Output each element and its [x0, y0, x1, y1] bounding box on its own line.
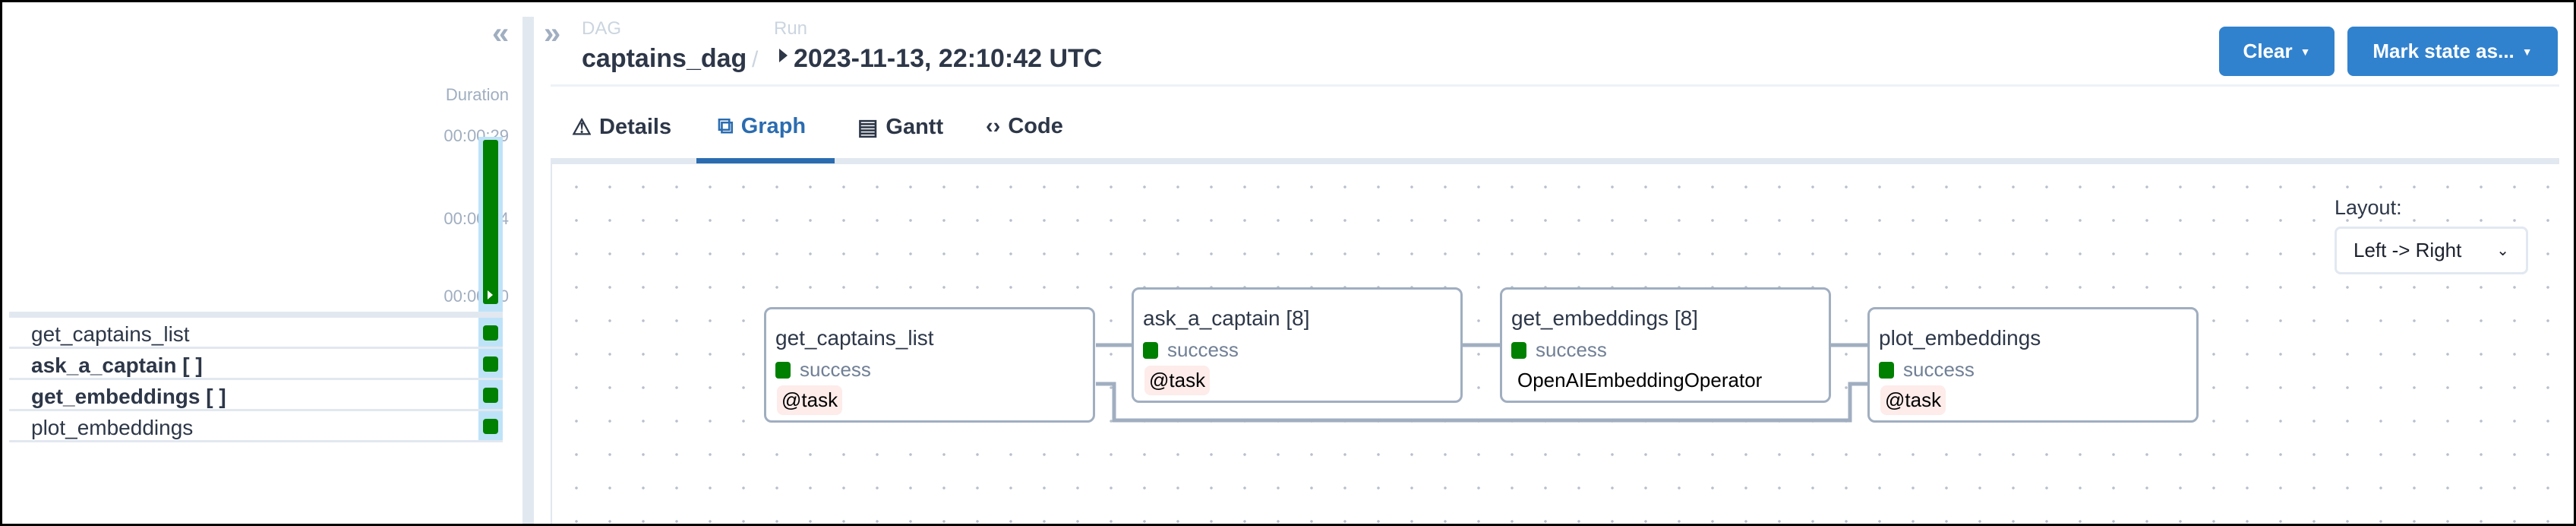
code-icon: ‹› [986, 114, 1001, 138]
layout-select[interactable]: Left -> Right ⌄ [2334, 227, 2528, 274]
tabs-divider [551, 158, 2559, 164]
dag-label: DAG [582, 18, 622, 39]
layout-value: Left -> Right [2353, 239, 2462, 261]
tab-label: Code [1008, 114, 1063, 138]
gantt-icon: ▤ [857, 116, 879, 140]
expand-panel-icon[interactable]: » [544, 17, 561, 50]
task-node[interactable]: get_captains_list success @task [764, 307, 1095, 423]
node-title: get_captains_list [775, 326, 934, 350]
status-square-icon [1143, 341, 1158, 359]
operator-badge: @task [1880, 385, 1946, 415]
operator-badge: OpenAIEmbeddingOperator [1517, 369, 1763, 391]
status-text: success [800, 358, 871, 381]
clear-button[interactable]: Clear ▼ [2219, 27, 2334, 76]
task-row[interactable]: ask_a_captain [ ] [9, 349, 503, 380]
layout-label: Layout: [2334, 196, 2402, 219]
tab-graph[interactable]: ⧉Graph [718, 114, 806, 139]
run-duration-bar[interactable] [483, 140, 498, 304]
header-divider [551, 84, 2559, 87]
task-node[interactable]: ask_a_captain [8] success @task [1132, 287, 1463, 403]
status-text: success [1903, 358, 1975, 381]
mark-state-label: Mark state as... [2372, 40, 2514, 62]
collapse-sidebar-icon[interactable]: « [492, 17, 510, 50]
tab-gantt[interactable]: ▤ Gantt [857, 114, 943, 141]
operator-badge: @task [1144, 366, 1211, 395]
node-title: plot_embeddings [1879, 326, 2041, 350]
task-instance-status[interactable] [483, 388, 498, 403]
status-square-icon [1879, 361, 1894, 379]
tab-details[interactable]: ⚠ Details [572, 114, 671, 141]
task-name: plot_embeddings [31, 416, 194, 439]
clear-label: Clear [2243, 40, 2293, 62]
operator-badge: @task [777, 385, 843, 415]
task-row[interactable]: get_captains_list [9, 318, 503, 349]
task-name: get_embeddings [ ] [31, 385, 226, 408]
task-instance-status[interactable] [483, 419, 498, 434]
task-name: ask_a_captain [ ] [31, 353, 203, 377]
active-tab-indicator [696, 158, 835, 163]
node-status: success [1143, 338, 1239, 362]
task-name: get_captains_list [31, 322, 190, 346]
node-status: success [1879, 358, 1975, 382]
task-row[interactable]: plot_embeddings [9, 411, 503, 442]
run-id[interactable]: 2023-11-13, 22:10:42 UTC [794, 44, 1103, 73]
caret-down-icon: ▼ [2521, 45, 2533, 58]
node-title: get_embeddings [8] [1511, 306, 1698, 330]
warning-icon: ⚠ [572, 116, 592, 140]
task-instance-status[interactable] [483, 325, 498, 341]
node-title: ask_a_captain [8] [1143, 306, 1310, 330]
caret-down-icon: ▼ [2300, 45, 2311, 58]
resize-handle[interactable] [522, 17, 534, 526]
tab-code[interactable]: ‹› Code [986, 114, 1063, 139]
task-row[interactable]: get_embeddings [ ] [9, 380, 503, 411]
task-node[interactable]: get_embeddings [8] success OpenAIEmbeddi… [1500, 287, 1831, 403]
tab-label: Graph [740, 114, 807, 138]
graph-icon: ⧉ [718, 114, 734, 138]
grid-separator [9, 312, 503, 318]
status-square-icon [1511, 341, 1526, 359]
play-icon [779, 49, 788, 62]
run-label: Run [774, 18, 808, 39]
task-instance-status[interactable] [483, 356, 498, 372]
node-status: success [775, 358, 871, 382]
tab-label: Details [599, 115, 672, 139]
status-text: success [1536, 338, 1607, 361]
dag-name-link[interactable]: captains_dag [582, 44, 747, 73]
status-text: success [1167, 338, 1239, 361]
task-node[interactable]: plot_embeddings success @task [1867, 307, 2199, 423]
play-icon [488, 290, 493, 299]
duration-label: Duration [445, 85, 509, 104]
chevron-down-icon: ⌄ [2496, 242, 2509, 259]
breadcrumb-separator: / [752, 47, 759, 72]
mark-state-button[interactable]: Mark state as... ▼ [2347, 27, 2558, 76]
node-status: success [1511, 338, 1607, 362]
tab-label: Gantt [886, 115, 944, 139]
status-square-icon [775, 361, 791, 379]
edge-get-captains-list-to-plot-embeddings [1096, 382, 1867, 423]
